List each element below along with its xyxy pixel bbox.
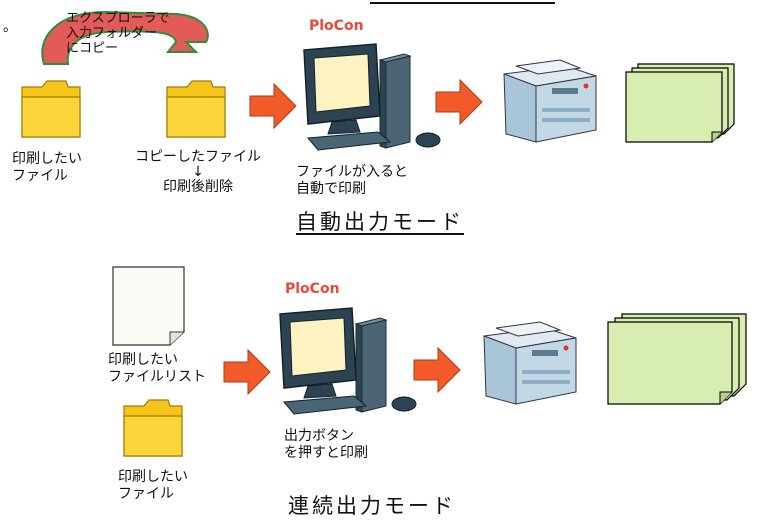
callout-line2: 入力フォルダー xyxy=(66,26,158,41)
callout-curved-arrow xyxy=(41,10,209,65)
mode-title-auto: 自動出力モード xyxy=(296,210,464,234)
document-icon xyxy=(112,266,185,346)
source-folder-icon xyxy=(21,80,81,138)
pc-caption-line1: ファイルが入ると xyxy=(296,164,408,180)
file-list-label: 印刷したい ファイルリスト xyxy=(108,352,206,386)
pc-caption: ファイルが入ると 自動で印刷 xyxy=(296,164,408,198)
paper-stack-icon xyxy=(625,63,735,143)
folder-icon xyxy=(123,399,183,457)
flow-arrow-icon xyxy=(223,348,271,396)
pc-caption-bottom: 出力ボタン を押すと印刷 xyxy=(284,428,368,462)
callout-line1: エクスプローラで xyxy=(66,11,170,26)
bullet-dot: 。 xyxy=(3,19,17,35)
file-list-label-line1: 印刷したい xyxy=(108,352,178,368)
copied-folder-label-arrow: ↓ xyxy=(192,164,204,180)
flow-arrow-icon xyxy=(435,78,483,126)
callout-line3: にコピー xyxy=(66,41,119,56)
callout-label: エクスプローラで 入力フォルダー にコピー xyxy=(66,11,170,56)
source-folder-label-line2: ファイル xyxy=(12,168,68,184)
copied-folder-label-line1: コピーしたファイル xyxy=(135,149,261,165)
mode-title-continuous: 連続出力モード xyxy=(288,494,456,518)
brand-logo: PloCon xyxy=(285,281,340,297)
header-fragment xyxy=(370,0,555,4)
printer-icon xyxy=(503,59,597,143)
flow-arrow-icon xyxy=(249,82,297,130)
pc-caption-bottom-line1: 出力ボタン xyxy=(284,428,354,444)
pc-caption-bottom-line2: を押すと印刷 xyxy=(284,445,368,461)
computer-icon xyxy=(303,43,441,151)
bottom-folder-label-line1: 印刷したい xyxy=(118,469,188,485)
printer-icon xyxy=(483,321,577,405)
copied-folder-label: コピーしたファイル ↓ 印刷後削除 xyxy=(135,149,261,196)
pc-caption-line2: 自動で印刷 xyxy=(296,181,366,197)
paper-stack-icon xyxy=(607,313,747,405)
source-folder-label-line1: 印刷したい xyxy=(12,151,82,167)
source-folder-label: 印刷したい ファイル xyxy=(12,151,82,185)
brand-logo: PloCon xyxy=(309,18,364,34)
bottom-folder-label-line2: ファイル xyxy=(118,486,174,502)
copied-folder-label-line3: 印刷後削除 xyxy=(163,179,233,195)
bottom-folder-label: 印刷したい ファイル xyxy=(118,469,188,503)
copied-folder-icon xyxy=(166,80,226,138)
file-list-label-line2: ファイルリスト xyxy=(108,369,206,385)
flow-arrow-icon xyxy=(413,346,461,394)
computer-icon xyxy=(279,307,417,415)
